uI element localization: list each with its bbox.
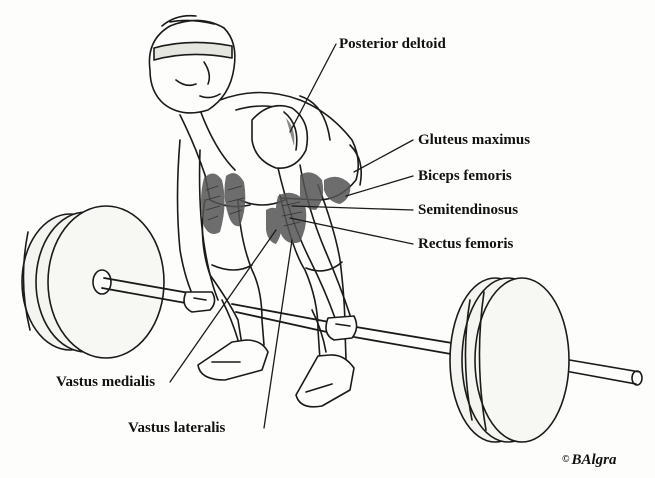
- label-vastus-lateralis: Vastus lateralis: [128, 419, 225, 437]
- label-gluteus-maximus: Gluteus maximus: [418, 131, 530, 149]
- artist-signature: BAlgra: [571, 452, 616, 468]
- muscle-shading: [201, 172, 350, 244]
- head: [149, 16, 234, 113]
- right-plates: [450, 278, 569, 442]
- artist-credit: ©BAlgra: [562, 452, 617, 469]
- label-vastus-medialis: Vastus medialis: [56, 373, 155, 391]
- hands: [184, 292, 357, 340]
- label-posterior-deltoid: Posterior deltoid: [339, 35, 446, 53]
- label-semitendinosus: Semitendinosus: [418, 201, 518, 219]
- label-biceps-femoris: Biceps femoris: [418, 167, 512, 185]
- label-rectus-femoris: Rectus femoris: [418, 235, 513, 253]
- shoulder: [252, 96, 330, 168]
- copyright-symbol: ©: [562, 454, 569, 465]
- left-plates: [22, 206, 164, 358]
